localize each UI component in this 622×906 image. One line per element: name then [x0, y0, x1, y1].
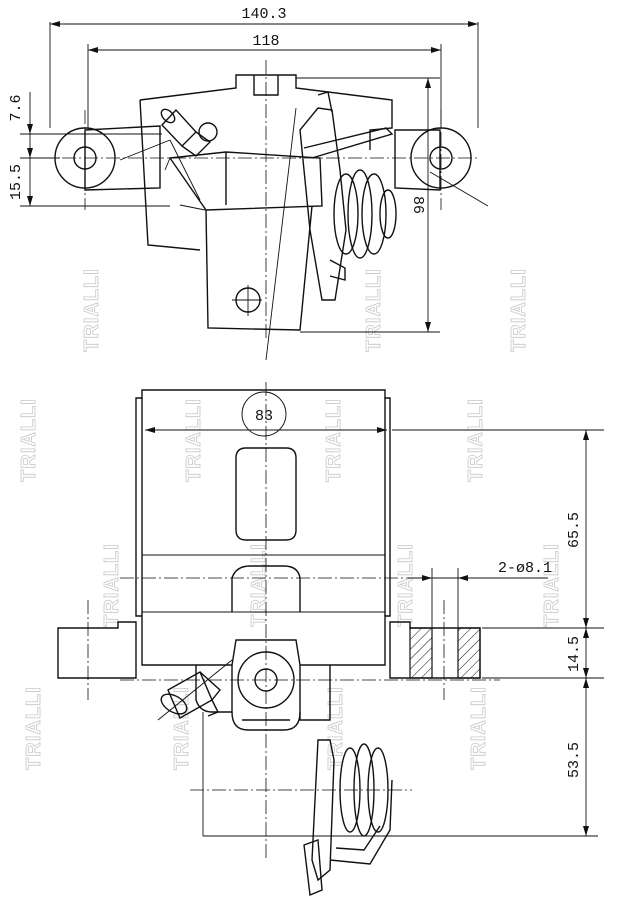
watermark: TRIALLI: [541, 543, 563, 627]
dimension-hole-spec: 2-ø8.1: [408, 560, 552, 628]
watermark: TRIALLI: [248, 543, 270, 627]
watermark: TRIALLI: [183, 398, 205, 482]
dim-label-hole-spec: 2-ø8.1: [498, 560, 552, 577]
watermark: TRIALLI: [323, 398, 345, 482]
dimension-upper-height: 65.5: [392, 429, 604, 629]
handbrake-lever: [299, 107, 347, 301]
dimension-overall-width: 140.3: [49, 6, 479, 128]
watermark: TRIALLI: [508, 268, 530, 352]
watermark: TRIALLI: [395, 543, 417, 627]
dim-label-height-top: 86: [409, 196, 426, 214]
watermark-group: TRIALLI TRIALLI TRIALLI TRIALLI TRIALLI …: [18, 268, 564, 770]
return-spring: [333, 169, 397, 259]
dim-label-offset-top: 7.6: [8, 94, 25, 121]
dim-label-lower-height: 53.5: [566, 742, 583, 778]
watermark: TRIALLI: [363, 268, 385, 352]
dimension-flange-thickness: 14.5: [482, 628, 604, 679]
dimension-offsets-left: 7.6 15.5: [8, 92, 170, 207]
dim-label-piston-diameter: 83: [255, 408, 273, 425]
dim-label-overall-width: 140.3: [241, 6, 286, 23]
dimension-piston-diameter: 83: [145, 391, 387, 437]
mounting-flange-left: [57, 621, 137, 679]
watermark: TRIALLI: [18, 398, 40, 482]
dimension-bolt-spacing: 118: [87, 33, 442, 128]
dimension-lower-height: 53.5: [566, 678, 589, 836]
watermark: TRIALLI: [101, 543, 123, 627]
dim-label-flange-thickness: 14.5: [566, 636, 583, 672]
bleeder-screw: [161, 108, 197, 148]
handbrake-mechanism-front: [303, 739, 393, 897]
watermark: TRIALLI: [171, 686, 193, 770]
dim-label-bolt-spacing: 118: [252, 33, 279, 50]
dim-label-upper-height: 65.5: [566, 512, 583, 548]
watermark: TRIALLI: [468, 686, 490, 770]
watermark: TRIALLI: [23, 686, 45, 770]
watermark: TRIALLI: [81, 268, 103, 352]
watermark: TRIALLI: [465, 398, 487, 482]
dimension-top-height: 86: [296, 77, 440, 333]
dim-label-offset-bolt: 15.5: [8, 164, 25, 200]
